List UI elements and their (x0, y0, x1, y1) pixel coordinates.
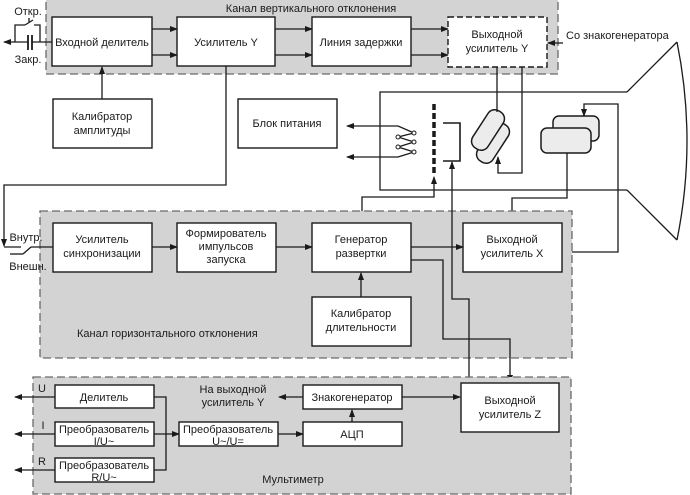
connector-sweep-to-outamp-z (411, 259, 513, 383)
input-divider-label: Входной делитель (55, 37, 149, 49)
sync-internal-label: Внутр. (9, 232, 42, 244)
vertical-channel-title: Канал вертикального отклонения (226, 3, 396, 15)
adc-label: АЦП (340, 429, 363, 441)
trigger-shaper-block: Формирователь импульсов запуска (176, 222, 277, 273)
open-label: Откр. (14, 6, 42, 18)
input-i-label: I (41, 420, 44, 432)
ru-converter-block: Преобразователь R/U~ (54, 457, 155, 484)
sync-amp-block: Усилитель синхронизации (52, 222, 153, 273)
sync-external-label: Внешн. (9, 261, 47, 273)
sync-switch-lever (22, 246, 32, 255)
multimeter: Делитель Преобразователь I/U~ Преобразов… (14, 376, 572, 495)
iu-converter-block: Преобразователь I/U~ (54, 421, 155, 448)
from-char-gen-label: Со знакогенератора (566, 30, 670, 42)
delay-line-block: Линия задержки (311, 16, 412, 67)
input-u-label: U (38, 383, 46, 395)
iu-converter-label-line1: Преобразователь (59, 424, 149, 436)
ac-dc-converter-label-line2: U~/U= (212, 436, 244, 448)
output-amp-x-block: Выходной усилитель X (462, 222, 563, 273)
output-amp-x-label-line1: Выходной (486, 234, 537, 246)
adc-block: АЦП (302, 421, 403, 447)
sync-amp-label-line2: синхронизации (63, 248, 140, 260)
ac-dc-converter-label-line1: Преобразователь (183, 424, 273, 436)
focusing-anode (443, 122, 461, 162)
crt-flare-top (626, 41, 678, 93)
char-gen-label: Знакогенератор (311, 392, 392, 404)
y-deflection-plate-front (470, 108, 506, 152)
ru-converter-label-line2: R/U~ (91, 472, 116, 484)
output-amp-z-block: Выходной усилитель Z (460, 382, 560, 433)
connector-outamp-x-to-plate-back (562, 103, 619, 253)
to-output-amp-y-label-line1: На выходной (200, 384, 267, 396)
amplifier-y-block: Усилитель Y (176, 16, 276, 67)
multimeter-title: Мультиметр (262, 474, 324, 486)
input-r-label: R (38, 456, 46, 468)
connector-amp-y-to-sync-switch (1, 66, 227, 247)
sweep-generator-label-line2: развертки (336, 248, 387, 260)
output-amp-z-label-line2: усилитель Z (479, 409, 541, 421)
output-amp-y-block: Выходной усилитель Y (447, 16, 548, 68)
sweep-generator-label-line1: Генератор (335, 234, 388, 246)
connector-outamp-y-to-plate-2 (495, 67, 523, 174)
divider-label: Делитель (80, 392, 129, 404)
power-supply-block: Блок питания (237, 98, 338, 149)
sync-amp-label-line1: Усилитель (75, 234, 129, 246)
bypass-wire-left (14, 24, 25, 42)
vertical-channel: Канал вертикального отклонения Входной д… (45, 0, 559, 75)
divider-block: Делитель (54, 384, 155, 409)
to-output-amp-y-label-line2: усилитель Y (202, 397, 265, 409)
amplifier-y-label: Усилитель Y (194, 37, 258, 49)
power-supply-label: Блок питания (253, 118, 322, 130)
char-gen-block: Знакогенератор (302, 384, 403, 410)
crt-neck-outline (379, 91, 627, 191)
crt-tube (346, 41, 688, 241)
sweep-generator-block: Генератор развертки (311, 222, 412, 273)
crt-screen (676, 41, 688, 241)
closed-label: Закр. (15, 54, 42, 66)
sync-source-switch: Внутр. Внешн. (4, 232, 53, 273)
output-amp-y-label-line2: усилитель Y (466, 43, 529, 55)
iu-converter-label-line2: I/U~ (94, 436, 114, 448)
output-amp-x-label-line2: усилитель X (481, 248, 544, 260)
duration-calibrator-label-line1: Калибратор (331, 308, 392, 320)
duration-calibrator-label-line2: длительности (326, 322, 397, 334)
delay-line-label: Линия задержки (320, 37, 403, 49)
heater-contacts (395, 130, 417, 155)
output-amp-y-label-line1: Выходной (471, 29, 522, 41)
amplitude-calibrator-block: Калибратор амплитуды (52, 98, 153, 149)
trigger-shaper-label-line1: Формирователь (186, 228, 267, 240)
x-deflection-plate-front (540, 127, 592, 154)
trigger-shaper-label-line2: импульсов (199, 241, 254, 253)
bypass-wire-right (34, 24, 41, 42)
ac-dc-converter-block: Преобразователь U~/U= (178, 421, 279, 448)
bypass-switch-lever (24, 19, 34, 26)
horizontal-channel: Усилитель синхронизации Формирователь им… (39, 210, 573, 359)
connector-outamp-z-to-anode (449, 161, 470, 383)
amplitude-calibrator-label-line1: Калибратор (72, 111, 133, 123)
horizontal-channel-title: Канал горизонтального отклонения (77, 328, 258, 340)
input-coupling-switch: Откр. Закр. (3, 6, 52, 66)
ru-converter-label-line1: Преобразователь (59, 460, 149, 472)
amplitude-calibrator-label-line2: амплитуды (74, 125, 131, 137)
connector-sweep-to-grid (361, 176, 437, 223)
input-divider-block: Входной делитель (51, 16, 153, 67)
output-amp-z-label-line1: Выходной (484, 395, 535, 407)
crt-flare-bottom (626, 189, 678, 241)
duration-calibrator-block: Калибратор длительности (311, 296, 412, 347)
trigger-shaper-label-line3: запуска (206, 254, 246, 266)
